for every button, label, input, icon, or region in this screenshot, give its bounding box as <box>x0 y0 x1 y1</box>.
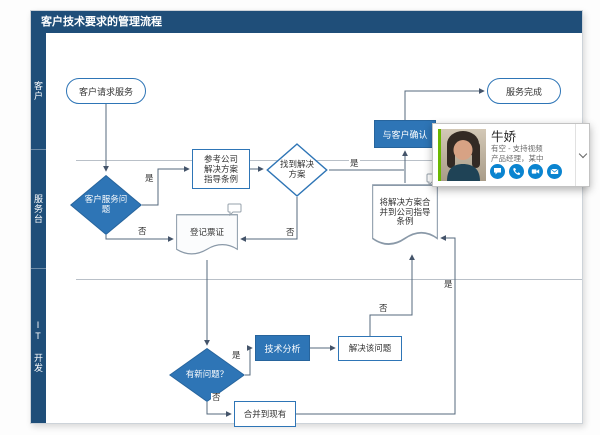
branch-label-yes: 是 <box>443 279 454 290</box>
diamond-shape <box>169 348 245 402</box>
shape-label: 与客户确认 <box>382 129 428 140</box>
shape-label: 技术分析 <box>264 343 301 354</box>
contact-name: 牛娇 <box>491 130 517 144</box>
call-icon[interactable] <box>509 164 524 179</box>
contact-status: 有空 - 支持视频 <box>491 144 543 153</box>
shape-process-solve-issue[interactable]: 解决该问题 <box>338 336 402 361</box>
branch-label-yes: 是 <box>144 173 155 184</box>
contact-card: 牛娇 有空 - 支持视频 产品经理，某中 <box>432 123 590 187</box>
shape-process-refer-guidelines[interactable]: 参考公司解决方案指导条例 <box>192 149 250 189</box>
email-icon[interactable] <box>547 164 562 179</box>
shape-process-merge-existing[interactable]: 合并到现有 <box>234 401 296 427</box>
shape-document-merge-solution-guidelines[interactable]: 将解决方案合并到公司指导条例 <box>372 184 438 252</box>
shape-label: 服务完成 <box>505 86 542 97</box>
shape-process-technical-analysis[interactable]: 技术分析 <box>255 335 310 361</box>
shape-decision-new-issue[interactable]: 有新问题？ <box>169 348 245 402</box>
shape-label: 客户请求服务 <box>78 86 133 97</box>
lane-divider <box>76 160 582 161</box>
branch-label-no: 否 <box>285 227 296 238</box>
comment-bubble-icon[interactable] <box>227 203 242 217</box>
branch-label-no: 否 <box>211 392 222 403</box>
shape-process-confirm-with-customer[interactable]: 与客户确认 <box>374 120 436 148</box>
lane-label-it-dev: IT 开发 <box>33 319 43 373</box>
diagram-title: 客户技术要求的管理流程 <box>31 11 582 33</box>
chevron-down-icon[interactable] <box>575 124 589 186</box>
diamond-shape <box>70 175 142 235</box>
shape-end-service-done[interactable]: 服务完成 <box>487 78 561 104</box>
contact-avatar <box>438 129 486 181</box>
shape-label: 参考公司解决方案指导条例 <box>203 153 238 185</box>
contact-detail: 产品经理，某中 <box>491 154 544 163</box>
shape-label: 有新问题？ <box>185 369 229 380</box>
presence-indicator <box>438 129 441 181</box>
shape-label: 解决该问题 <box>348 343 392 354</box>
contact-actions <box>490 164 562 179</box>
shape-label: 登记票证 <box>189 226 224 237</box>
lane-label-customer: 客户 <box>31 33 46 150</box>
shape-start-request[interactable]: 客户请求服务 <box>66 78 146 104</box>
shape-label: 将解决方案合并到公司指导条例 <box>379 196 431 227</box>
branch-label-no: 否 <box>378 303 389 314</box>
branch-label-yes: 是 <box>349 158 360 169</box>
shape-document-register-ticket[interactable]: 登记票证 <box>176 214 238 260</box>
shape-label: 客户服务问题 <box>84 194 128 214</box>
chat-icon[interactable] <box>490 164 505 179</box>
document-shape <box>176 214 238 255</box>
lane-label-service-desk: 服务台 <box>31 150 46 269</box>
branch-label-no: 否 <box>137 226 148 237</box>
shape-decision-solution-found[interactable]: 找到解决方案 <box>266 143 328 197</box>
lane-divider <box>76 279 582 280</box>
diamond-shape <box>266 143 328 197</box>
shape-decision-customer-service-issue[interactable]: 客户服务问题 <box>70 175 142 235</box>
swimlane-header-strip: 客户 服务台 IT 开发 <box>31 33 46 423</box>
avatar-image <box>441 129 486 181</box>
video-icon[interactable] <box>528 164 543 179</box>
branch-label-yes: 是 <box>231 350 242 361</box>
shape-label: 找到解决方案 <box>279 159 314 179</box>
shape-label: 合并到现有 <box>243 409 287 419</box>
